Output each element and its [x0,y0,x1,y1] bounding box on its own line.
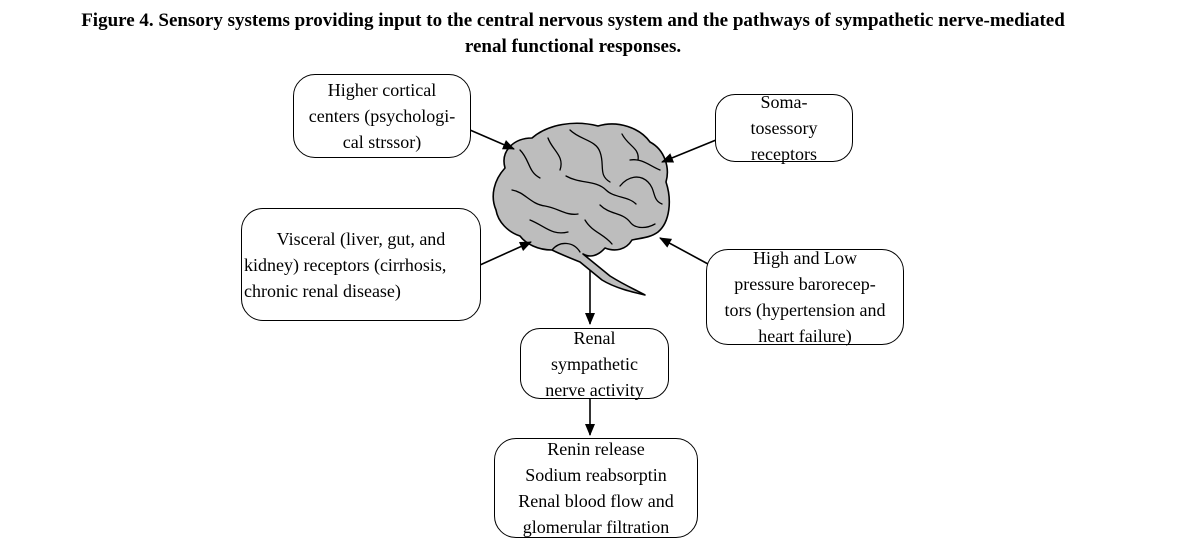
arrow-visceral-to-brain [479,241,532,266]
node-line: Renal blood flow and [518,491,674,511]
node-line: nerve activity [545,379,644,400]
node-line: Sodium reabsorptin [525,465,667,485]
node-line: Renal [573,327,616,348]
node-visceral-receptors: Visceral (liver, gut, and kidney) recept… [241,208,481,321]
node-line: Soma- [760,92,808,112]
arrow-somatosensory-to-brain [661,139,717,163]
node-line: Renin release [547,439,645,459]
node-renal-sympathetic-nerve-activity: Renal sympathetic nerve activity [520,327,669,400]
brain-icon [492,122,671,296]
node-line: Higher cortical [327,80,437,100]
node-baroreceptors: High and Low pressure barorecep- tors (h… [706,248,904,346]
node-line: tors (hypertension and [724,300,886,320]
caption-line-1: Figure 4. Sensory systems providing inpu… [81,10,1065,31]
figure-caption: Figure 4. Sensory systems providing inpu… [0,8,1146,60]
node-line: Visceral (liver, gut, and [276,228,446,249]
arrow-baroreceptors-to-brain [659,237,709,265]
node-line: pressure barorecep- [734,274,876,294]
node-renal-functional-responses: Renin release Sodium reabsorptin Renal b… [494,438,698,538]
node-line: kidney) receptors (cirrhosis, [244,254,447,275]
node-somatosensory-receptors: Soma- tosessory receptors [715,92,853,164]
node-higher-cortical-centers: Higher cortical centers (psychologi- cal… [293,74,471,158]
node-line: receptors [751,144,817,164]
node-line: chronic renal disease) [244,280,401,301]
node-line: sympathetic [551,353,638,374]
node-line: High and Low [753,248,857,268]
caption-line-2: renal functional responses. [464,36,682,57]
node-line: heart failure) [758,326,852,346]
node-line: glomerular filtration [522,517,670,537]
node-line: tosessory [750,118,818,138]
node-line: cal strssor) [342,132,422,152]
arrow-cortical-to-brain [469,129,515,150]
node-line: centers (psychologi- [308,106,456,126]
